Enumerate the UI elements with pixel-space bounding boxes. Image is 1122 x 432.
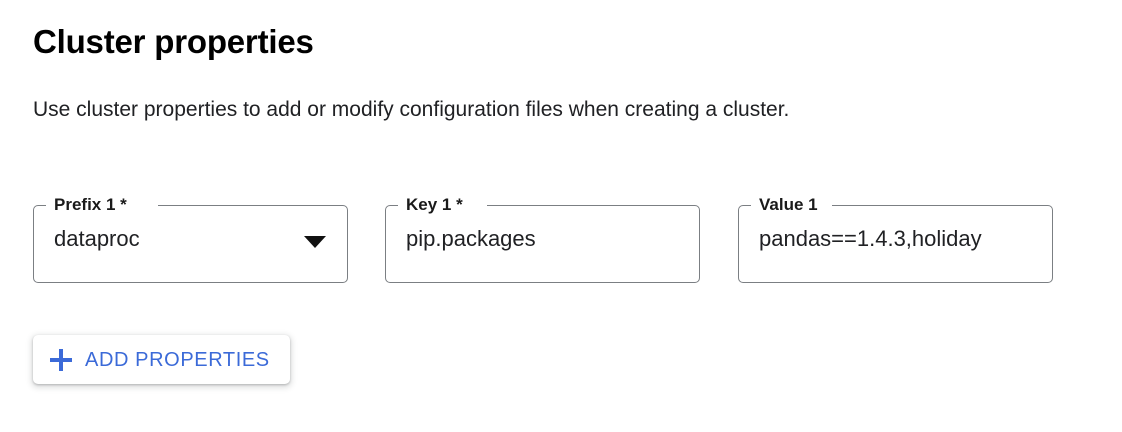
key-1-input[interactable]: Key 1 * pip.packages xyxy=(385,195,700,283)
add-properties-button[interactable]: ADD PROPERTIES xyxy=(33,335,290,384)
add-properties-label: ADD PROPERTIES xyxy=(85,348,270,371)
value-1-input[interactable]: Value 1 pandas==1.4.3,holiday xyxy=(738,195,1053,283)
field-label-notch xyxy=(751,203,832,208)
chevron-down-icon[interactable] xyxy=(304,236,326,248)
field-label-notch xyxy=(398,203,487,208)
section-description: Use cluster properties to add or modify … xyxy=(33,98,790,121)
value-1-label: Value 1 xyxy=(759,195,818,214)
key-1-value: pip.packages xyxy=(406,226,536,251)
value-1-value: pandas==1.4.3,holiday xyxy=(759,226,982,251)
prefix-1-value: dataproc xyxy=(54,226,140,251)
prefix-1-label: Prefix 1 * xyxy=(54,195,127,214)
plus-icon xyxy=(50,348,72,371)
field-label-notch xyxy=(46,203,158,208)
key-1-label: Key 1 * xyxy=(406,195,463,214)
page-title: Cluster properties xyxy=(33,23,314,60)
prefix-1-select[interactable]: Prefix 1 * dataproc xyxy=(33,195,348,283)
